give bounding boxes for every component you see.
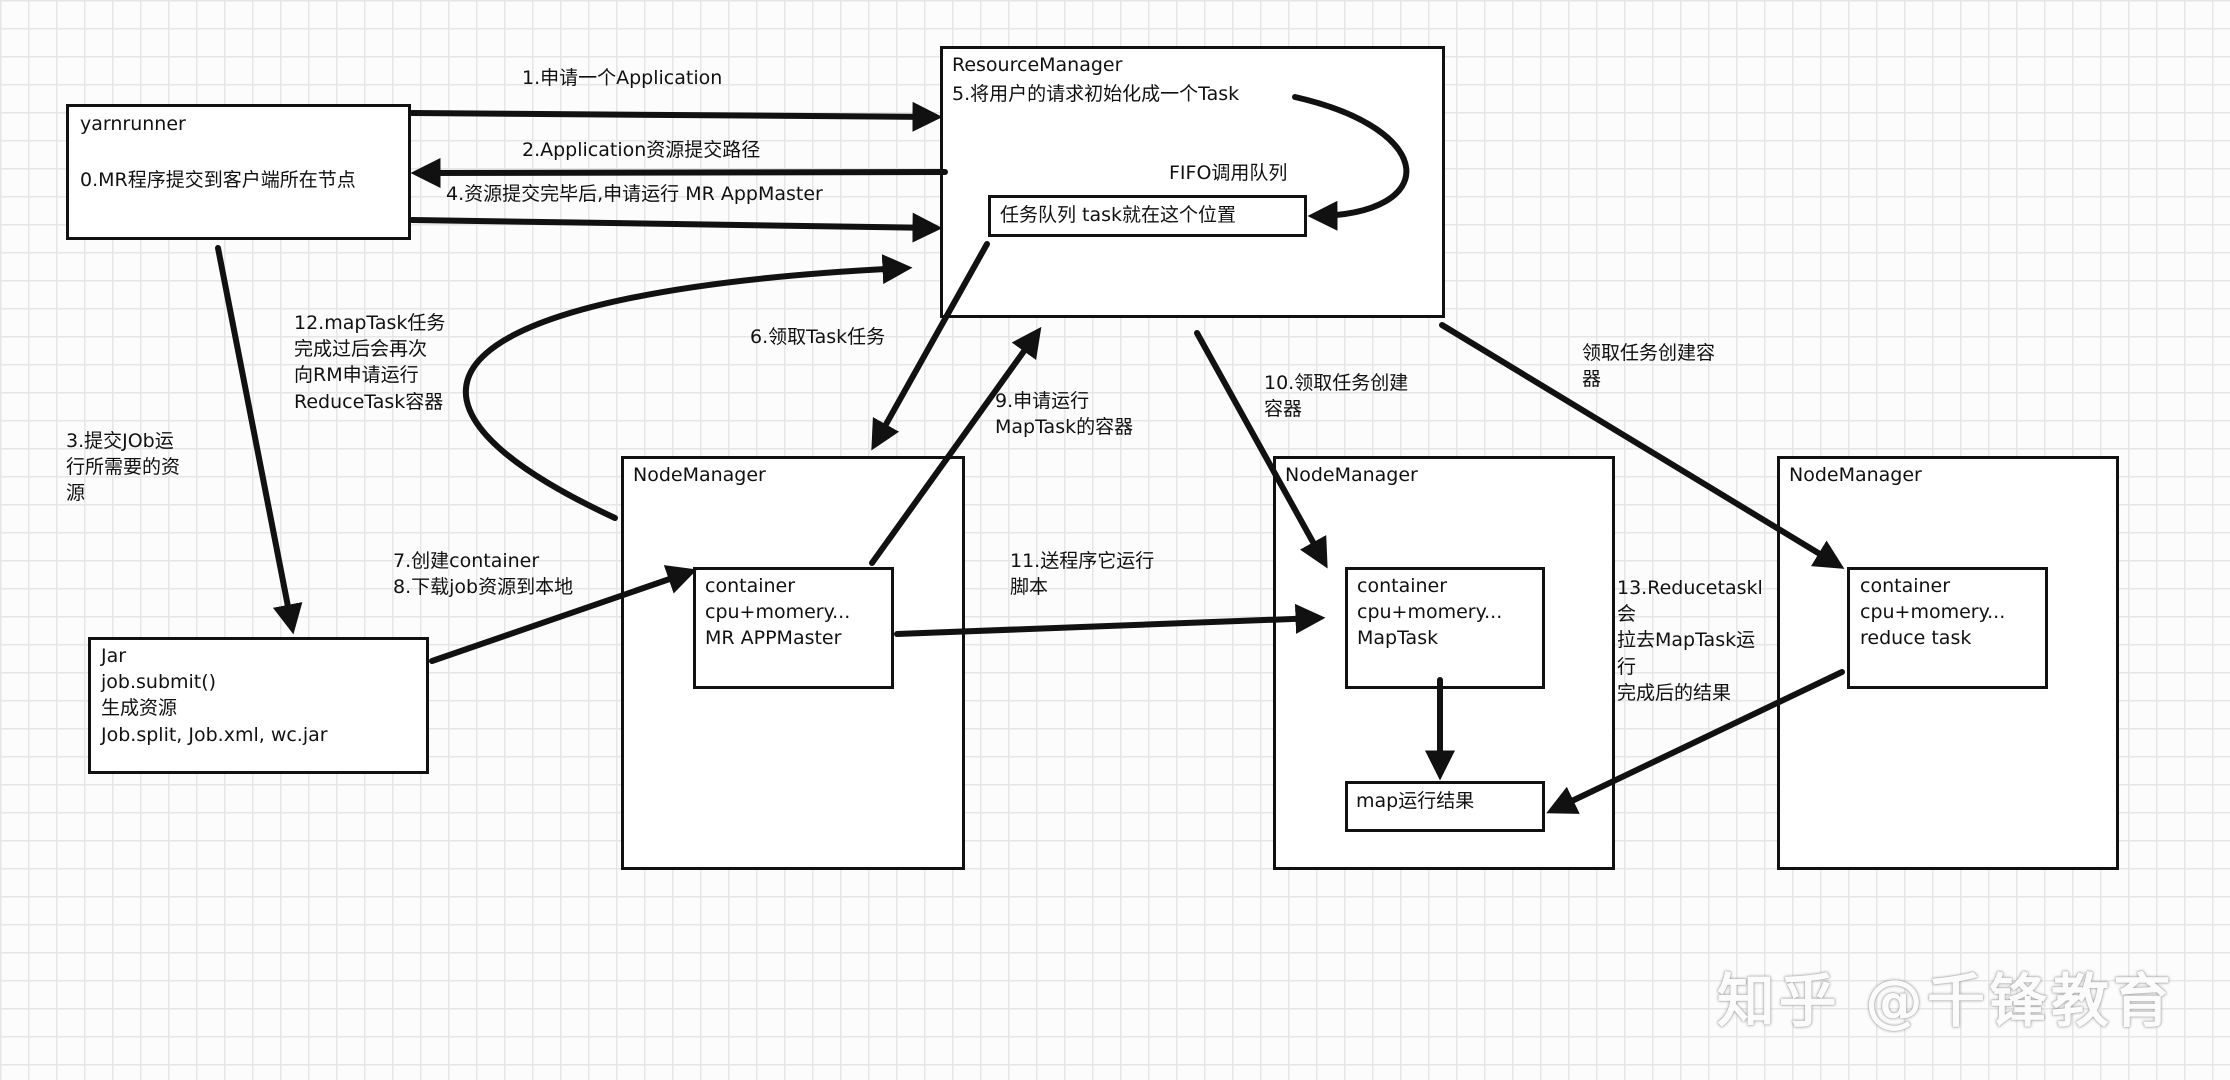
map-result-label: map运行结果 — [1356, 790, 1475, 812]
step2-label: 2.Application资源提交路径 — [522, 139, 761, 161]
map-result-box — [1345, 781, 1545, 832]
yarnrunner-box — [66, 104, 411, 240]
claim-task-label: 领取任务创建容 器 — [1582, 342, 1716, 391]
arrow-6 — [871, 241, 990, 451]
yarnrunner-title: yarnrunner — [80, 113, 186, 135]
step3-label: 3.提交JOb运 行所需要的资 源 — [66, 430, 181, 505]
nm3-container-text: container cpu+momery... reduce task — [1860, 575, 2006, 650]
resource-manager-box — [940, 46, 1445, 318]
arrow-7 — [429, 565, 698, 664]
node-manager-1-title: NodeManager — [633, 464, 766, 486]
arrow-1 — [409, 101, 943, 132]
task-queue-box — [988, 195, 1307, 237]
step9-label: 9.申请运行 MapTask的容器 — [995, 390, 1134, 439]
jar-text: Jar job.submit() 生成资源 Job.split, Job.xml… — [101, 645, 328, 746]
fifo-label: FIFO调用队列 — [1169, 162, 1288, 184]
nm2-container-text: container cpu+momery... MapTask — [1357, 575, 1503, 650]
node-manager-2-title: NodeManager — [1285, 464, 1418, 486]
step1-label: 1.申请一个Application — [522, 67, 723, 89]
step12-label: 12.mapTask任务 完成过后会再次 向RM申请运行 ReduceTask容… — [294, 312, 446, 413]
step13-label: 13.Reducetaskl 会 拉去MapTask运 行 完成后的结果 — [1617, 577, 1763, 704]
node-manager-3-title: NodeManager — [1789, 464, 1922, 486]
arrow-11 — [894, 603, 1326, 637]
arrow-9 — [869, 326, 1042, 566]
watermark: 知乎 @千锋教育 — [1716, 967, 2175, 1035]
step6-label: 6.领取Task任务 — [750, 326, 886, 348]
step11-label: 11.送程序它运行 脚本 — [1010, 550, 1155, 599]
arrow-12 — [462, 254, 913, 521]
resource-manager-title: ResourceManager — [952, 54, 1123, 76]
nm2-container-box — [1345, 567, 1545, 689]
arrow-2 — [410, 157, 948, 188]
arrow-fifo — [1292, 94, 1410, 231]
task-queue-label: 任务队列 task就在这个位置 — [1000, 204, 1237, 226]
yarnrunner-step0: 0.MR程序提交到客户端所在节点 — [80, 169, 356, 191]
nm1-container-box — [693, 567, 894, 689]
step4-label: 4.资源提交完毕后,申请运行 MR AppMaster — [446, 183, 823, 205]
arrow-claim — [1439, 322, 1845, 569]
nm1-container-text: container cpu+momery... MR APPMaster — [705, 575, 851, 650]
nm3-container-box — [1847, 567, 2048, 689]
step10-label: 10.领取任务创建 容器 — [1264, 372, 1409, 421]
arrow-10 — [1194, 330, 1328, 569]
step7-8-label: 7.创建container 8.下载job资源到本地 — [393, 550, 574, 599]
step5-label: 5.将用户的请求初始化成一个Task — [952, 83, 1240, 105]
arrow-4 — [409, 212, 943, 243]
arrow-13 — [1546, 669, 1845, 814]
arrow-3 — [215, 245, 303, 635]
jar-box — [88, 637, 429, 774]
